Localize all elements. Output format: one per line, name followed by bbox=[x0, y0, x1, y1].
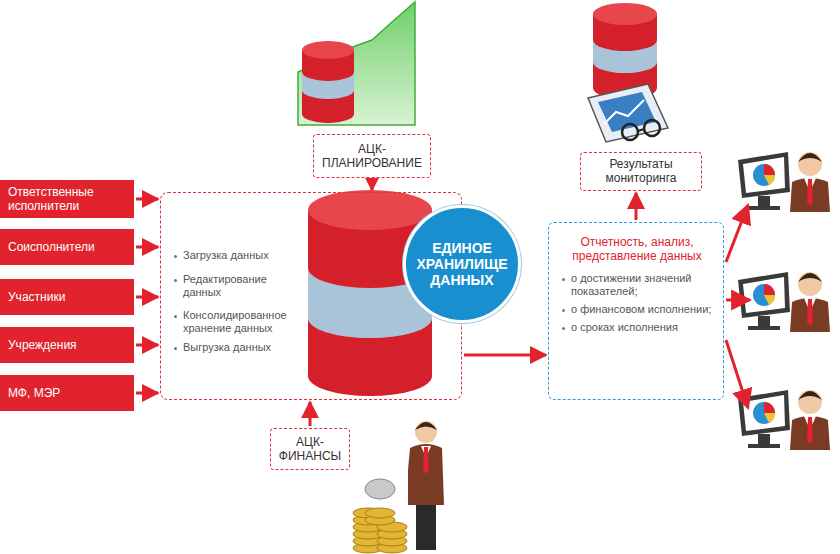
person-monitor bbox=[738, 390, 830, 450]
people bbox=[738, 152, 830, 450]
storage-region: Загрузка данныхРедактирование данныхКонс… bbox=[160, 192, 462, 400]
box-label: Учреждения bbox=[8, 338, 126, 352]
coin bbox=[365, 479, 395, 499]
cylinder-top bbox=[302, 41, 354, 59]
box-label: Ответственные исполнители bbox=[8, 185, 126, 214]
man-figure bbox=[408, 421, 444, 550]
list-item: о финансовом исполнении; bbox=[561, 303, 713, 316]
list-item: о достижении значений показателей; bbox=[561, 272, 713, 298]
list-item: Редактирование данных bbox=[183, 273, 301, 298]
module-box: АЦК- ПЛАНИРОВАНИЕ bbox=[313, 134, 431, 178]
flow-arrow bbox=[136, 198, 158, 201]
box-label: Результаты мониторинга bbox=[587, 157, 695, 186]
person-monitor bbox=[738, 272, 830, 332]
tablet-chart bbox=[588, 84, 668, 142]
source-box: Учреждения bbox=[0, 327, 134, 363]
flow-arrow bbox=[136, 246, 158, 249]
source-box: Участники bbox=[0, 279, 134, 315]
results-box: Результаты мониторинга bbox=[580, 152, 702, 191]
storage-circle: ЕДИНОЕ ХРАНИЛИЩЕ ДАННЫХ bbox=[403, 205, 521, 323]
box-label: АЦК- ПЛАНИРОВАНИЕ bbox=[320, 142, 424, 171]
list-item: Консолидированное хранение данных bbox=[183, 309, 301, 334]
list-item: о сроках исполнения bbox=[561, 321, 713, 334]
box-heading: Отчетность, анализ, представление данных bbox=[561, 235, 713, 264]
list-item: Выгрузка данных bbox=[183, 341, 301, 354]
flow-arrow bbox=[464, 354, 546, 357]
box-label: АЦК- ФИНАНСЫ bbox=[277, 435, 343, 464]
source-box: МФ, МЭР bbox=[0, 375, 134, 411]
box-label: ЕДИНОЕ ХРАНИЛИЩЕ ДАННЫХ bbox=[416, 240, 508, 288]
flow-arrow bbox=[635, 193, 638, 220]
person-monitor bbox=[738, 152, 830, 212]
box-label: Участники bbox=[8, 290, 126, 304]
coin bbox=[365, 508, 395, 518]
list-item: Загрузка данных bbox=[183, 249, 301, 262]
coins bbox=[353, 421, 444, 553]
source-box: Соисполнители bbox=[0, 229, 134, 265]
person-arrows bbox=[726, 205, 750, 408]
source-box: Ответственные исполнители bbox=[0, 180, 134, 218]
box-label: МФ, МЭР bbox=[8, 386, 126, 400]
flow-arrow bbox=[309, 402, 312, 426]
flow-arrow bbox=[136, 296, 158, 299]
flow-arrow bbox=[136, 392, 158, 395]
flow-arrow bbox=[136, 344, 158, 347]
report-box: Отчетность, анализ, представление данных… bbox=[548, 222, 724, 400]
box-label: Соисполнители bbox=[8, 240, 126, 254]
module-box: АЦК- ФИНАНСЫ bbox=[270, 428, 350, 470]
cylinder-top bbox=[593, 3, 657, 25]
green-chart bbox=[298, 2, 415, 125]
cylinder-top bbox=[308, 190, 432, 230]
flow-arrow bbox=[371, 180, 374, 190]
